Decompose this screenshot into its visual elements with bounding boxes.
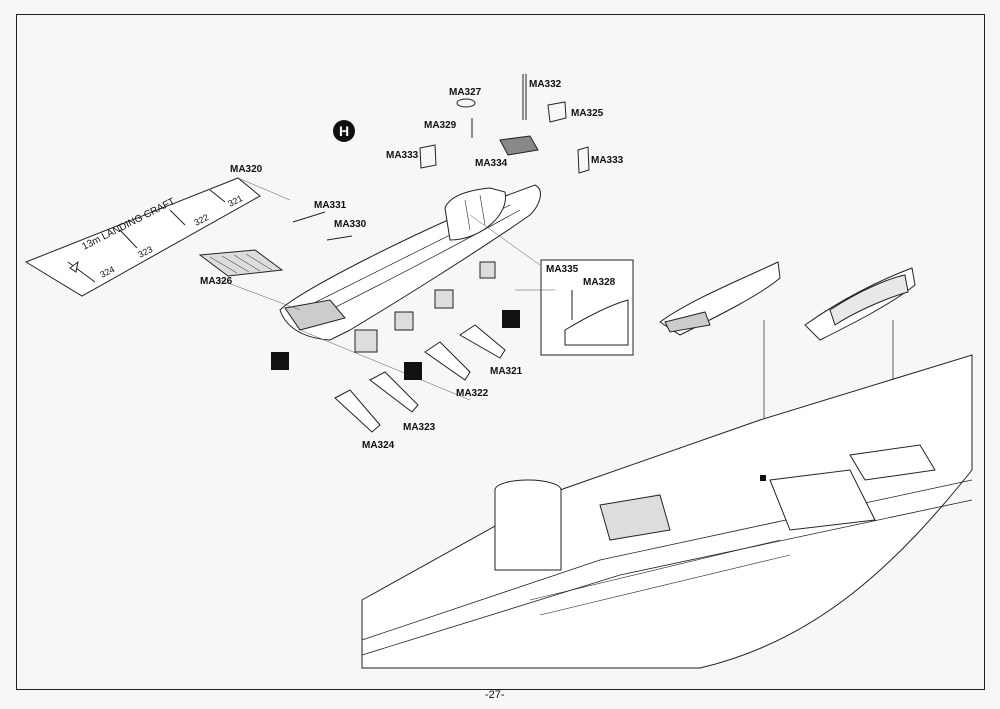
label-ma327: MA327 — [449, 87, 482, 98]
label-ma321: MA321 — [490, 366, 523, 377]
label-ma329: MA329 — [424, 120, 457, 131]
hatch-icons — [271, 310, 766, 481]
cradle-parts — [334, 324, 506, 433]
step-h-marker: H — [333, 120, 355, 142]
label-ma334: MA334 — [475, 158, 508, 169]
leader-lines — [219, 177, 555, 401]
part-ma326-grate — [198, 249, 284, 277]
label-ma328: MA328 — [583, 277, 616, 288]
label-ma320: MA320 — [230, 164, 263, 175]
label-ma322: MA322 — [456, 388, 489, 399]
landing-craft-hull — [279, 184, 541, 353]
label-ma333-left: MA333 — [386, 150, 419, 161]
label-ma326: MA326 — [200, 276, 233, 287]
page-frame — [16, 14, 985, 690]
label-ma335: MA335 — [546, 264, 579, 275]
label-ma333-right: MA333 — [591, 155, 624, 166]
label-ma330: MA330 — [334, 219, 367, 230]
ship-hull — [361, 354, 973, 669]
label-ma332: MA332 — [529, 79, 562, 90]
sprue-frame — [24, 177, 261, 297]
label-ma331: MA331 — [314, 200, 347, 211]
label-ma324: MA324 — [362, 440, 395, 451]
detail-inset — [540, 259, 634, 356]
small-detail-parts — [292, 74, 590, 241]
label-ma325: MA325 — [571, 108, 604, 119]
label-ma323: MA323 — [403, 422, 436, 433]
page-number: -27- — [485, 689, 505, 701]
